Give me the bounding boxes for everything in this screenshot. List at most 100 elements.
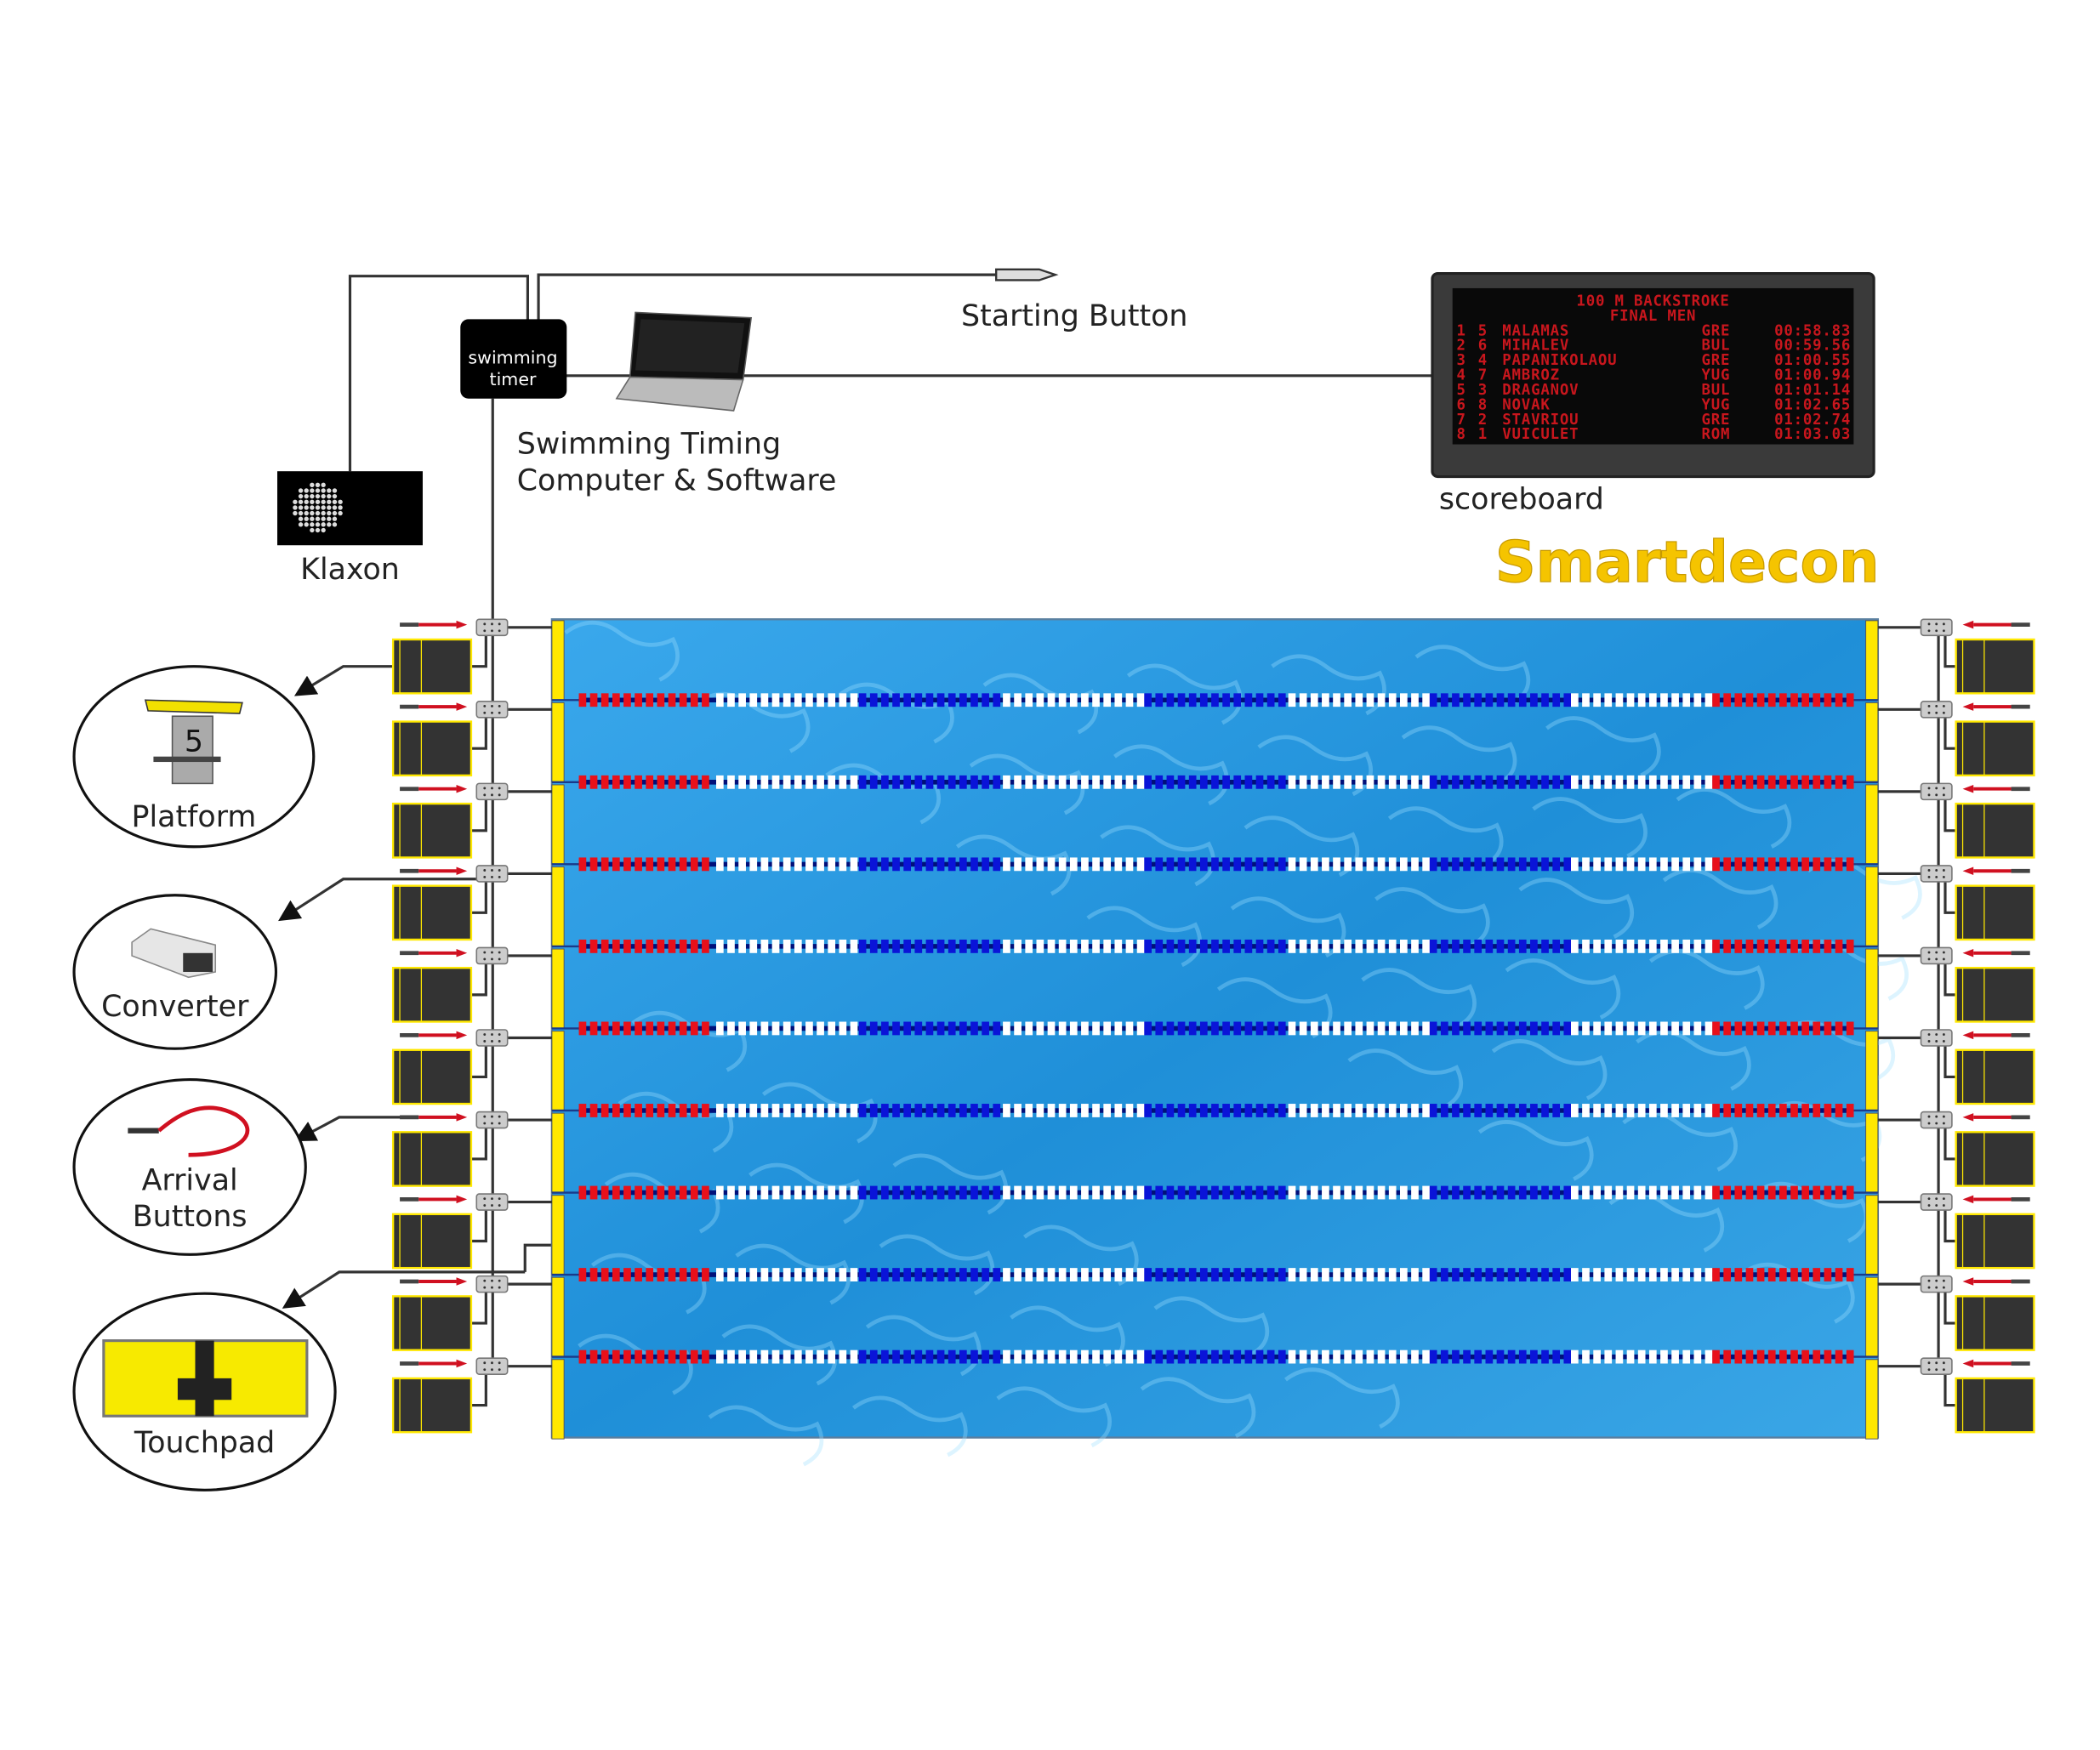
lane-equipment bbox=[391, 1111, 2035, 1187]
lane-float bbox=[646, 1349, 654, 1364]
lane-float bbox=[1790, 775, 1798, 789]
lane-float bbox=[914, 1104, 923, 1117]
lane-float bbox=[1593, 775, 1601, 789]
converter-box bbox=[475, 1029, 509, 1047]
lane-float bbox=[914, 693, 923, 707]
lane-float bbox=[1377, 1185, 1386, 1200]
lane-float bbox=[1322, 1185, 1329, 1200]
lane-float bbox=[1388, 939, 1397, 953]
lane-float bbox=[760, 1021, 769, 1036]
scoreboard-name: VUICULET bbox=[1502, 426, 1579, 443]
lane-float bbox=[1496, 775, 1505, 789]
lane-float bbox=[1136, 1021, 1145, 1036]
lane-float bbox=[794, 1104, 802, 1117]
lane-float bbox=[839, 1021, 847, 1036]
lane-float bbox=[1103, 1104, 1112, 1117]
lane-float bbox=[1255, 857, 1264, 872]
lane-float bbox=[749, 1021, 758, 1036]
lane-float bbox=[783, 1185, 791, 1200]
lane-float bbox=[1790, 1349, 1798, 1364]
lane-float bbox=[1604, 1021, 1613, 1036]
lane-float bbox=[1255, 1021, 1264, 1036]
lane-float bbox=[1660, 857, 1668, 872]
lane-float bbox=[1188, 1349, 1197, 1364]
arrival-button bbox=[1962, 1031, 2030, 1040]
touchpad-right bbox=[1865, 1112, 1879, 1193]
lane-float bbox=[578, 1349, 587, 1364]
arrival-button bbox=[400, 1359, 468, 1368]
klaxon-dot bbox=[293, 510, 298, 516]
lane-float bbox=[1756, 1104, 1765, 1117]
lane-float bbox=[817, 1104, 824, 1117]
lane-float bbox=[1745, 1021, 1754, 1036]
lane-float bbox=[1648, 693, 1657, 707]
lane-float bbox=[1604, 1104, 1613, 1117]
scoreboard-rank: 5 bbox=[1456, 382, 1465, 399]
lane-float bbox=[993, 857, 1001, 872]
water-caustic bbox=[1491, 1039, 1608, 1100]
lane-float bbox=[1571, 1268, 1579, 1281]
lane-float bbox=[1429, 857, 1437, 872]
lane-float bbox=[715, 857, 724, 872]
lane-float bbox=[1824, 1104, 1832, 1117]
lane-float bbox=[1114, 693, 1123, 707]
lane-float bbox=[1846, 1021, 1854, 1036]
lane-float bbox=[1366, 775, 1374, 789]
lane-float bbox=[1058, 857, 1067, 872]
lane-float bbox=[1693, 1185, 1702, 1200]
scoreboard-time: 00:58.83 bbox=[1774, 322, 1851, 339]
lane-float bbox=[1824, 939, 1832, 953]
lane-float bbox=[1552, 1021, 1561, 1036]
klaxon-dot bbox=[332, 510, 338, 516]
lane-float bbox=[1036, 857, 1044, 872]
lane-float bbox=[1125, 1021, 1134, 1036]
lane-float bbox=[1188, 693, 1197, 707]
lane-float bbox=[1377, 1021, 1386, 1036]
lane-float bbox=[936, 939, 945, 953]
lane-float bbox=[970, 1104, 978, 1117]
klaxon-dot bbox=[310, 488, 315, 493]
scoreboard-name: STAVRIOU bbox=[1502, 412, 1579, 429]
lane-float bbox=[1092, 1021, 1100, 1036]
lane-float bbox=[1704, 1268, 1713, 1281]
lane-float bbox=[1222, 1349, 1230, 1364]
swimming-timer: swimming timer bbox=[460, 319, 567, 399]
lane-float bbox=[1637, 1349, 1646, 1364]
lane-float bbox=[1188, 1268, 1197, 1281]
lane-float bbox=[635, 1349, 642, 1364]
lane-float bbox=[679, 775, 687, 789]
lane-float bbox=[1166, 857, 1175, 872]
lane-float bbox=[1003, 857, 1010, 872]
lane-float bbox=[948, 1185, 956, 1200]
lane-float bbox=[690, 1185, 698, 1200]
water-caustic bbox=[1216, 977, 1333, 1039]
klaxon-dot bbox=[315, 522, 321, 527]
lane-float bbox=[1025, 857, 1033, 872]
lane-float bbox=[1756, 1021, 1765, 1036]
lane-float bbox=[1155, 693, 1164, 707]
lane-float bbox=[1824, 693, 1832, 707]
klaxon-dot bbox=[293, 499, 298, 504]
lane-float bbox=[760, 775, 769, 789]
lane-float bbox=[1790, 693, 1798, 707]
scoreboard-rank: 4 bbox=[1456, 367, 1465, 384]
lane-float bbox=[715, 1185, 724, 1200]
lane-float bbox=[1014, 1349, 1022, 1364]
lane-float bbox=[668, 1349, 676, 1364]
lane-float bbox=[1081, 1349, 1089, 1364]
klaxon-dot bbox=[332, 499, 338, 504]
lane-float bbox=[982, 1021, 989, 1036]
lane-float bbox=[1222, 857, 1230, 872]
lane-float bbox=[850, 939, 858, 953]
lane-float bbox=[839, 693, 847, 707]
lane-float bbox=[959, 857, 967, 872]
water-caustic bbox=[721, 1324, 838, 1386]
lane-float bbox=[1003, 1349, 1010, 1364]
lane-float bbox=[623, 939, 631, 953]
lane-float bbox=[1440, 1268, 1448, 1281]
lane-float bbox=[646, 693, 654, 707]
lane-float bbox=[1648, 1104, 1657, 1117]
lane-float bbox=[936, 1268, 945, 1281]
